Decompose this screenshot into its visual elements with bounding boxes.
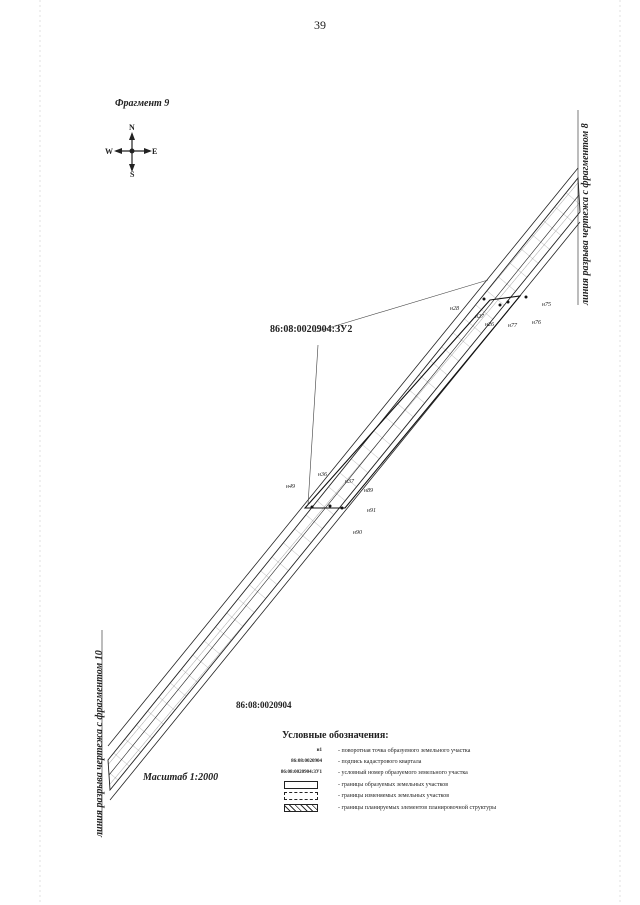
road-corridor-cross	[108, 178, 580, 790]
leader-line-top	[314, 279, 489, 333]
corridor-centerline	[108, 194, 580, 776]
legend-text: - границы образуемых земельных участков	[338, 782, 449, 788]
leader-line-bottom	[307, 344, 319, 506]
legend-title: Условные обозначения:	[282, 730, 389, 741]
parcel-label: 86:08:0020904:ЗУ2	[270, 324, 353, 335]
point-label-n36: н36	[318, 472, 327, 478]
legend-row: - границы планируемых элементов планиров…	[260, 803, 580, 814]
compass-rose: N S E W	[104, 123, 160, 179]
point-label-n77: н77	[508, 323, 517, 329]
point-label-n49: н49	[286, 484, 295, 490]
point-label-n28: н28	[450, 306, 459, 312]
legend-row: н1 - поворотная точка образуемого земель…	[260, 746, 580, 757]
page-number: 39	[314, 18, 326, 32]
point-label-n91: н91	[367, 508, 376, 514]
break-line-right-label: линия разрыва чертежа с фрагментом 8	[580, 123, 591, 305]
corridor-edge-top	[107, 167, 579, 747]
point-label-n26: н26	[485, 322, 494, 328]
compass-west: W	[105, 147, 113, 156]
legend-dashed-symbol	[284, 792, 318, 800]
point-label-n27: н27	[475, 314, 484, 320]
legend-row: - границы изменяемых земельных участков	[260, 791, 580, 802]
legend-row: 86:08:0020904 - подпись кадастрового ква…	[260, 757, 580, 768]
legend-row: 86:08:0020904:ЗУ1 - условный номер образ…	[260, 768, 580, 779]
compass-south: S	[130, 170, 135, 179]
legend-text: - условный номер образуемого земельного …	[338, 770, 468, 776]
break-line-left-label: линия разрыва чертежа с фрагментом 10	[94, 650, 105, 837]
legend-text: - подпись кадастрового квартала	[338, 759, 422, 765]
point-label-n76: н76	[532, 320, 541, 326]
legend-symbol: 86:08:0020904	[291, 759, 322, 764]
legend-text: - границы планируемых элементов планиров…	[338, 805, 497, 811]
legend-hatch-symbol	[284, 804, 318, 812]
point-label-n37: н37	[345, 479, 354, 485]
legend-text: - поворотная точка образуемого земельног…	[338, 748, 471, 754]
legend-symbol: 86:08:0020904:ЗУ1	[280, 770, 322, 775]
fragment-title: Фрагмент 9	[115, 98, 170, 109]
compass-arrows-icon	[114, 132, 152, 172]
cadastral-quarter-label: 86:08:0020904	[236, 700, 292, 710]
point-label-n75: н75	[542, 302, 551, 308]
compass-east: E	[152, 147, 158, 156]
point-label-n90: н90	[353, 530, 362, 536]
legend-text: - границы изменяемых земельных участков	[338, 793, 450, 799]
turning-points	[310, 295, 528, 510]
legend-box-symbol	[284, 781, 318, 789]
parcel-zu2-outline	[303, 295, 522, 509]
legend-row: - границы образуемых земельных участков	[260, 780, 580, 791]
legend-symbol: н1	[316, 748, 322, 753]
scale-label: Масштаб 1:2000	[143, 772, 219, 783]
compass-north: N	[129, 123, 135, 132]
point-label-n89: н89	[364, 488, 373, 494]
